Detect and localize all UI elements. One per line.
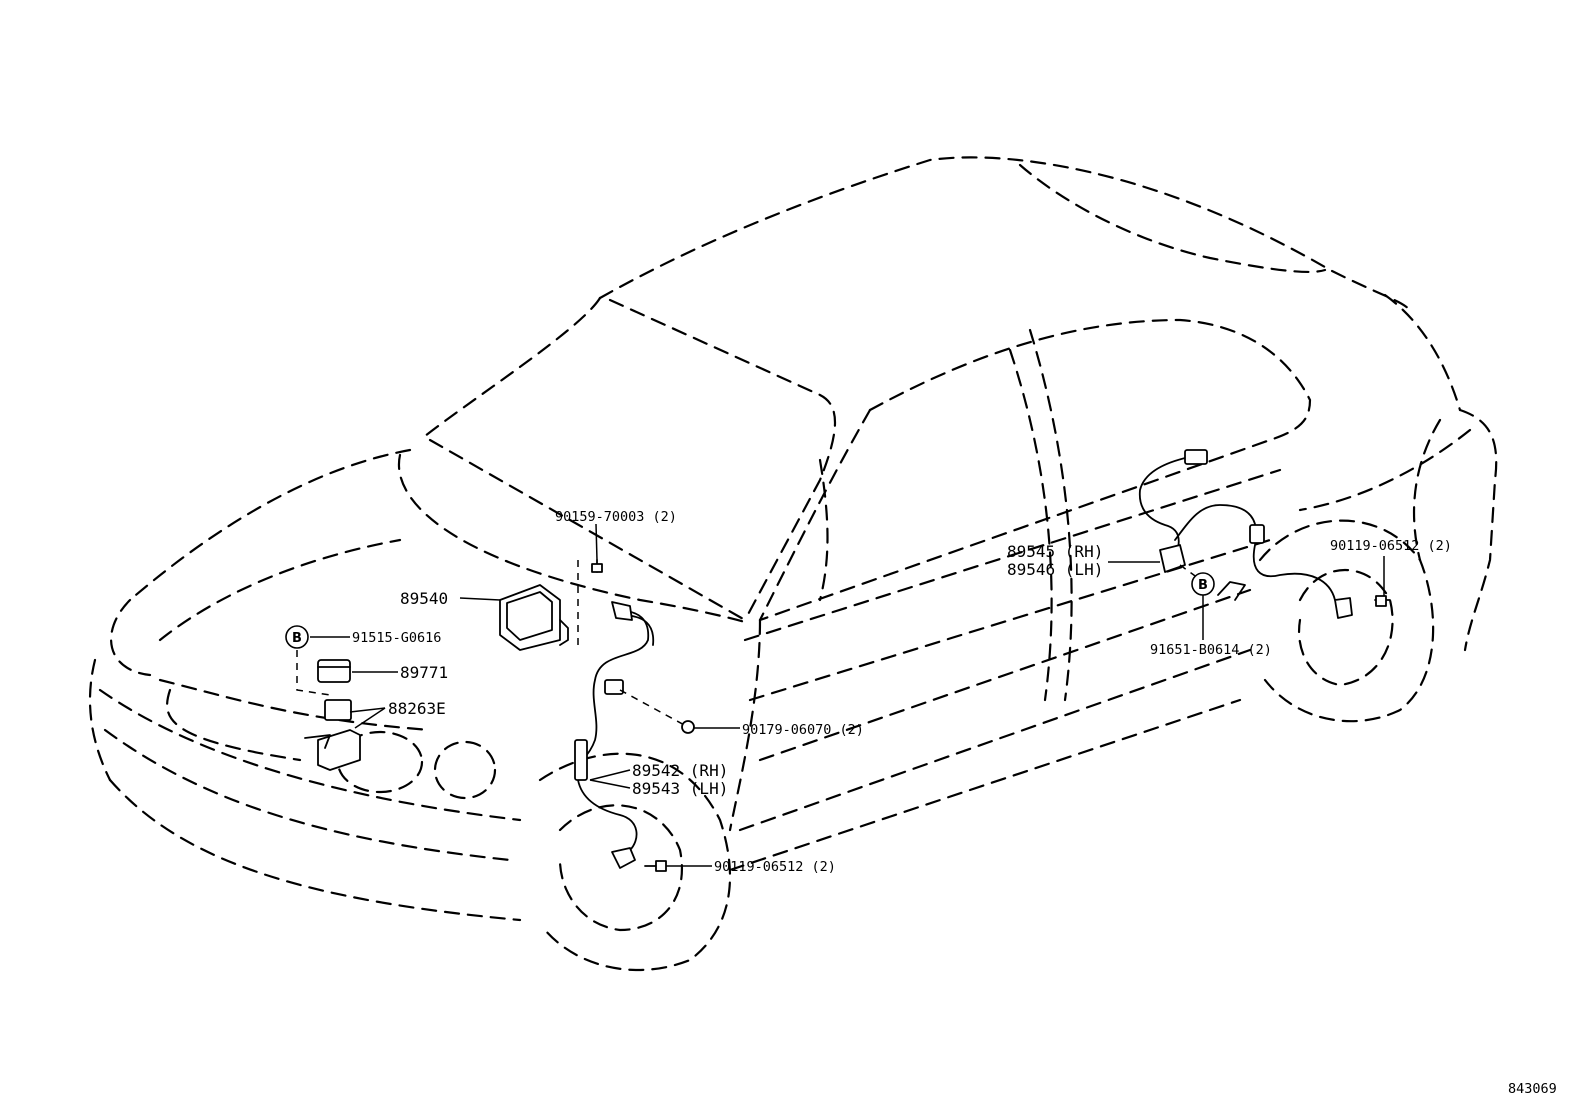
svg-text:B: B	[292, 631, 302, 646]
label-89543-lh: 89543 (LH)	[632, 779, 728, 798]
label-91651-B0614: 91651-B0614 (2)	[1150, 642, 1272, 658]
front-speed-sensor-wire	[574, 601, 655, 869]
label-90119-06512-rear: 90119-06512 (2)	[1330, 538, 1452, 554]
relay-88263E	[324, 699, 352, 721]
nut-90179	[681, 720, 695, 734]
bolt-90159	[591, 559, 603, 573]
label-88263E: 88263E	[388, 699, 446, 718]
svg-text:B: B	[1198, 578, 1208, 593]
relay-bracket	[304, 729, 361, 771]
label-89771: 89771	[400, 663, 448, 682]
label-89545-rh: 89545 (RH)	[1007, 542, 1103, 561]
label-89542-rh: 89542 (RH)	[632, 761, 728, 780]
bolt-90119-front	[644, 860, 667, 872]
relay-89771	[317, 659, 351, 683]
label-89546-lh: 89546 (LH)	[1007, 560, 1103, 579]
label-90179-06070: 90179-06070 (2)	[742, 722, 864, 738]
clip-91651	[1217, 581, 1246, 601]
b-symbol-right: B	[1191, 572, 1215, 596]
label-90159-70003: 90159-70003 (2)	[555, 509, 677, 525]
label-91515-G0616: 91515-G0616	[352, 630, 441, 646]
callout-labels: 90159-70003 (2) 89540 91515-G0616 89771 …	[352, 509, 1557, 1097]
car-body-outline	[88, 156, 1498, 972]
label-89540: 89540	[400, 589, 448, 608]
rear-speed-sensor-wire	[1138, 449, 1353, 619]
leader-lines	[296, 523, 1385, 867]
label-90119-06512-front: 90119-06512 (2)	[714, 859, 836, 875]
bolt-90119-rear	[1374, 595, 1391, 607]
diagram-id: 843069	[1508, 1081, 1557, 1097]
b-symbol-left: B	[285, 625, 309, 649]
abs-ecu-89540	[499, 584, 569, 651]
